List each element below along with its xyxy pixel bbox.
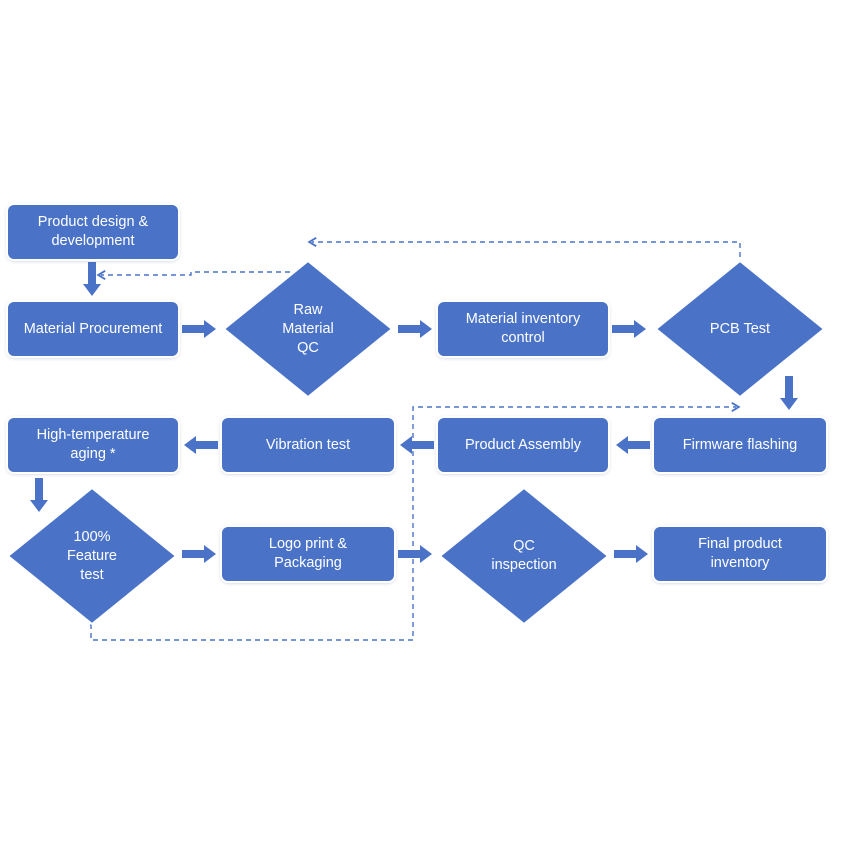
arrow-vibration-to-aging (184, 436, 218, 454)
node-final-inventory: Final product inventory (654, 527, 826, 581)
dashed-pcb-to-raw-qc (307, 237, 741, 266)
arrow-procurement-to-raw-qc (182, 320, 216, 338)
node-vibration-test-label: Vibration test (265, 436, 351, 453)
node-material-inventory: Material inventory control (438, 302, 608, 356)
node-pcb-test: PCB Test (654, 259, 826, 399)
node-product-assembly: Product Assembly (438, 418, 608, 472)
node-raw-material-qc-label: Raw Material QC (282, 301, 334, 356)
arrow-pcb-to-firmware (780, 376, 798, 410)
arrow-inventory-to-pcb (612, 320, 646, 338)
node-qc-inspection-label: QC inspection (491, 538, 557, 573)
arrow-assembly-to-vibration (400, 436, 434, 454)
arrow-feature-to-packaging (182, 545, 216, 563)
node-vibration-test: Vibration test (222, 418, 394, 472)
node-material-inventory-label: Material inventory control (465, 311, 581, 346)
dashed-raw-qc-to-design-return (96, 270, 192, 280)
arrow-qc-to-final (614, 545, 648, 563)
dashed-feature-test-to-firmware (90, 402, 741, 641)
node-feature-test-label: 100% Feature test (67, 528, 117, 583)
node-high-temp-aging: High-temperature aging * (8, 418, 178, 472)
arrow-raw-qc-to-inventory (398, 320, 432, 338)
arrow-packaging-to-qc (398, 545, 432, 563)
node-logo-packaging: Logo print & Packaging (222, 527, 394, 581)
node-firmware-flashing-label: Firmware flashing (682, 436, 798, 453)
arrow-design-to-procurement (83, 262, 101, 296)
node-product-design-label: Product design & development (37, 214, 149, 249)
node-material-procurement-label: Material Procurement (23, 320, 163, 337)
node-high-temp-aging-label: High-temperature aging * (36, 427, 150, 462)
node-product-design: Product design & development (8, 205, 178, 259)
arrow-aging-to-feature-test (30, 478, 48, 512)
node-logo-packaging-label: Logo print & Packaging (268, 536, 348, 571)
arrow-firmware-to-assembly (616, 436, 650, 454)
node-product-assembly-label: Product Assembly (464, 436, 582, 453)
node-final-inventory-label: Final product inventory (698, 536, 782, 571)
node-raw-material-qc: Raw Material QC (222, 259, 394, 399)
node-firmware-flashing: Firmware flashing (654, 418, 826, 472)
node-feature-test: 100% Feature test (6, 486, 178, 626)
node-material-procurement: Material Procurement (8, 302, 178, 356)
node-qc-inspection: QC inspection (438, 486, 610, 626)
node-pcb-test-label: PCB Test (709, 320, 771, 337)
